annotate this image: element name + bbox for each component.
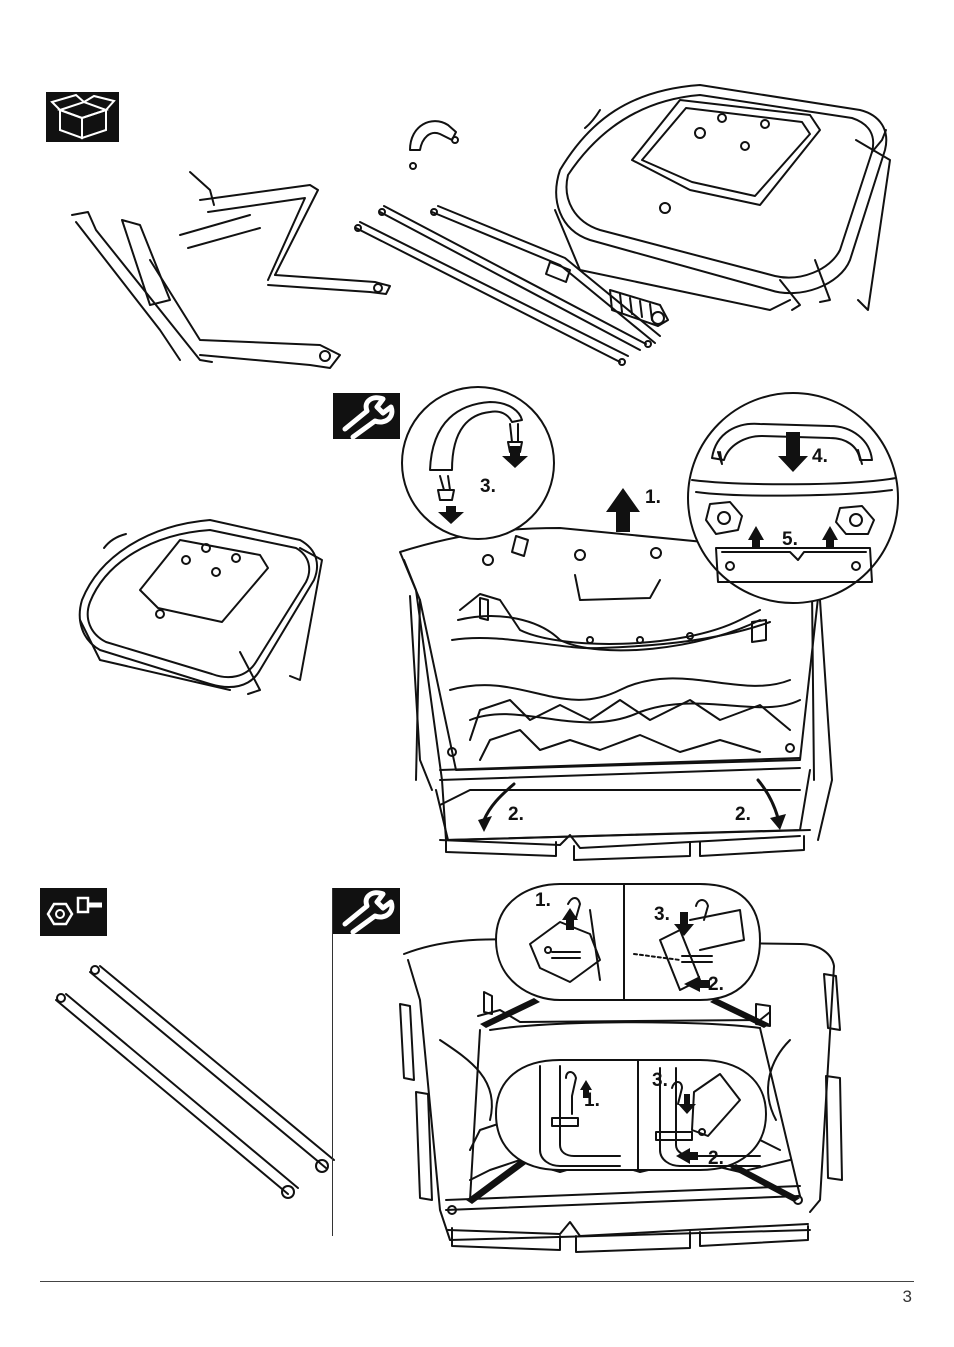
detail-oval-pin-bottom bbox=[496, 1060, 766, 1170]
lower-handle-frame bbox=[72, 172, 390, 368]
lift-arrow bbox=[606, 488, 640, 532]
carry-handle-part bbox=[410, 121, 458, 169]
step-label-insert-pin-lower: 2. bbox=[708, 1148, 724, 1169]
step-label-handle-nuts: 3. bbox=[480, 476, 496, 497]
straight-tubes bbox=[56, 966, 334, 1198]
step-label-insert-clip-lower: 3. bbox=[652, 1070, 668, 1091]
detail-pointers-top bbox=[480, 998, 770, 1028]
footer-rule bbox=[40, 1281, 914, 1282]
upper-handle-tubes bbox=[355, 206, 668, 365]
detail-circle-bracket bbox=[688, 393, 898, 603]
section-divider bbox=[332, 888, 333, 1236]
grass-bag-folded bbox=[80, 520, 322, 694]
step-label-lift: 1. bbox=[645, 487, 661, 508]
step-label-fold-left: 2. bbox=[508, 804, 524, 825]
step-label-remove-clip: 1. bbox=[535, 890, 551, 911]
step-label-remove-clip-lower: 1. bbox=[584, 1090, 600, 1111]
detail-circle-handle bbox=[402, 387, 554, 539]
page-number: 3 bbox=[903, 1287, 912, 1307]
step-label-insert-pin: 2. bbox=[708, 974, 724, 995]
step-label-fold-right: 2. bbox=[735, 804, 751, 825]
grass-bag-top bbox=[555, 85, 890, 310]
step-label-insert-handle: 4. bbox=[812, 446, 828, 467]
step-label-tighten: 5. bbox=[782, 529, 798, 550]
step-label-insert-clip: 3. bbox=[654, 904, 670, 925]
